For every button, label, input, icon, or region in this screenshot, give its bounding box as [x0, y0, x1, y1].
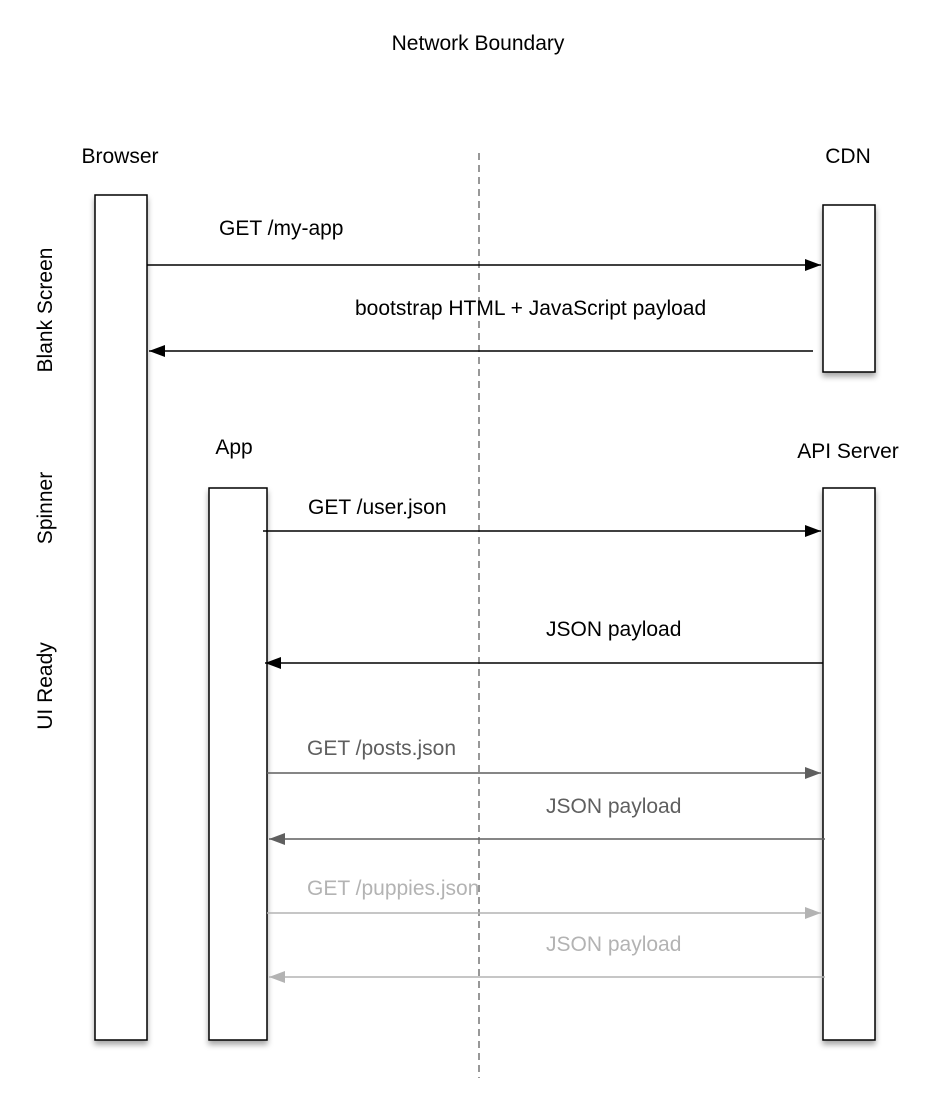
arrowhead — [269, 971, 285, 983]
message-label: JSON payload — [546, 795, 681, 818]
message-json-payload-posts: JSON payload — [269, 795, 825, 845]
message-label: GET /my-app — [219, 217, 343, 240]
message-get-puppies-json: GET /puppies.json — [267, 877, 821, 919]
message-label: bootstrap HTML + JavaScript payload — [355, 297, 706, 320]
arrowhead — [805, 767, 821, 779]
app-lifeline — [208, 487, 268, 1041]
message-json-payload-puppies: JSON payload — [269, 933, 825, 983]
message-bootstrap-payload: bootstrap HTML + JavaScript payload — [149, 297, 813, 357]
arrowhead — [805, 907, 821, 919]
actor-api-server-label: API Server — [797, 440, 899, 463]
message-json-payload-user: JSON payload — [265, 618, 823, 669]
message-get-user-json: GET /user.json — [263, 496, 821, 537]
phase-ui-ready-label: UI Ready — [34, 642, 57, 730]
arrowhead — [269, 833, 285, 845]
message-get-my-app: GET /my-app — [147, 217, 821, 271]
message-label: GET /user.json — [308, 496, 447, 519]
actor-cdn-label: CDN — [825, 145, 871, 168]
message-label: GET /puppies.json — [307, 877, 479, 900]
arrowhead — [149, 345, 165, 357]
browser-lifeline — [94, 194, 148, 1041]
arrowhead — [805, 525, 821, 537]
phase-blank-screen-label: Blank Screen — [34, 248, 57, 373]
actor-browser-label: Browser — [81, 145, 158, 168]
message-get-posts-json: GET /posts.json — [267, 737, 821, 779]
cdn-lifeline — [822, 204, 876, 373]
phase-spinner-label: Spinner — [34, 472, 57, 544]
arrowhead — [805, 259, 821, 271]
api-server-lifeline — [822, 487, 876, 1041]
message-label: JSON payload — [546, 618, 681, 641]
actor-app-label: App — [215, 436, 252, 459]
message-label: GET /posts.json — [307, 737, 456, 760]
diagram-title: Network Boundary — [392, 32, 565, 55]
arrowhead — [265, 657, 281, 669]
message-label: JSON payload — [546, 933, 681, 956]
